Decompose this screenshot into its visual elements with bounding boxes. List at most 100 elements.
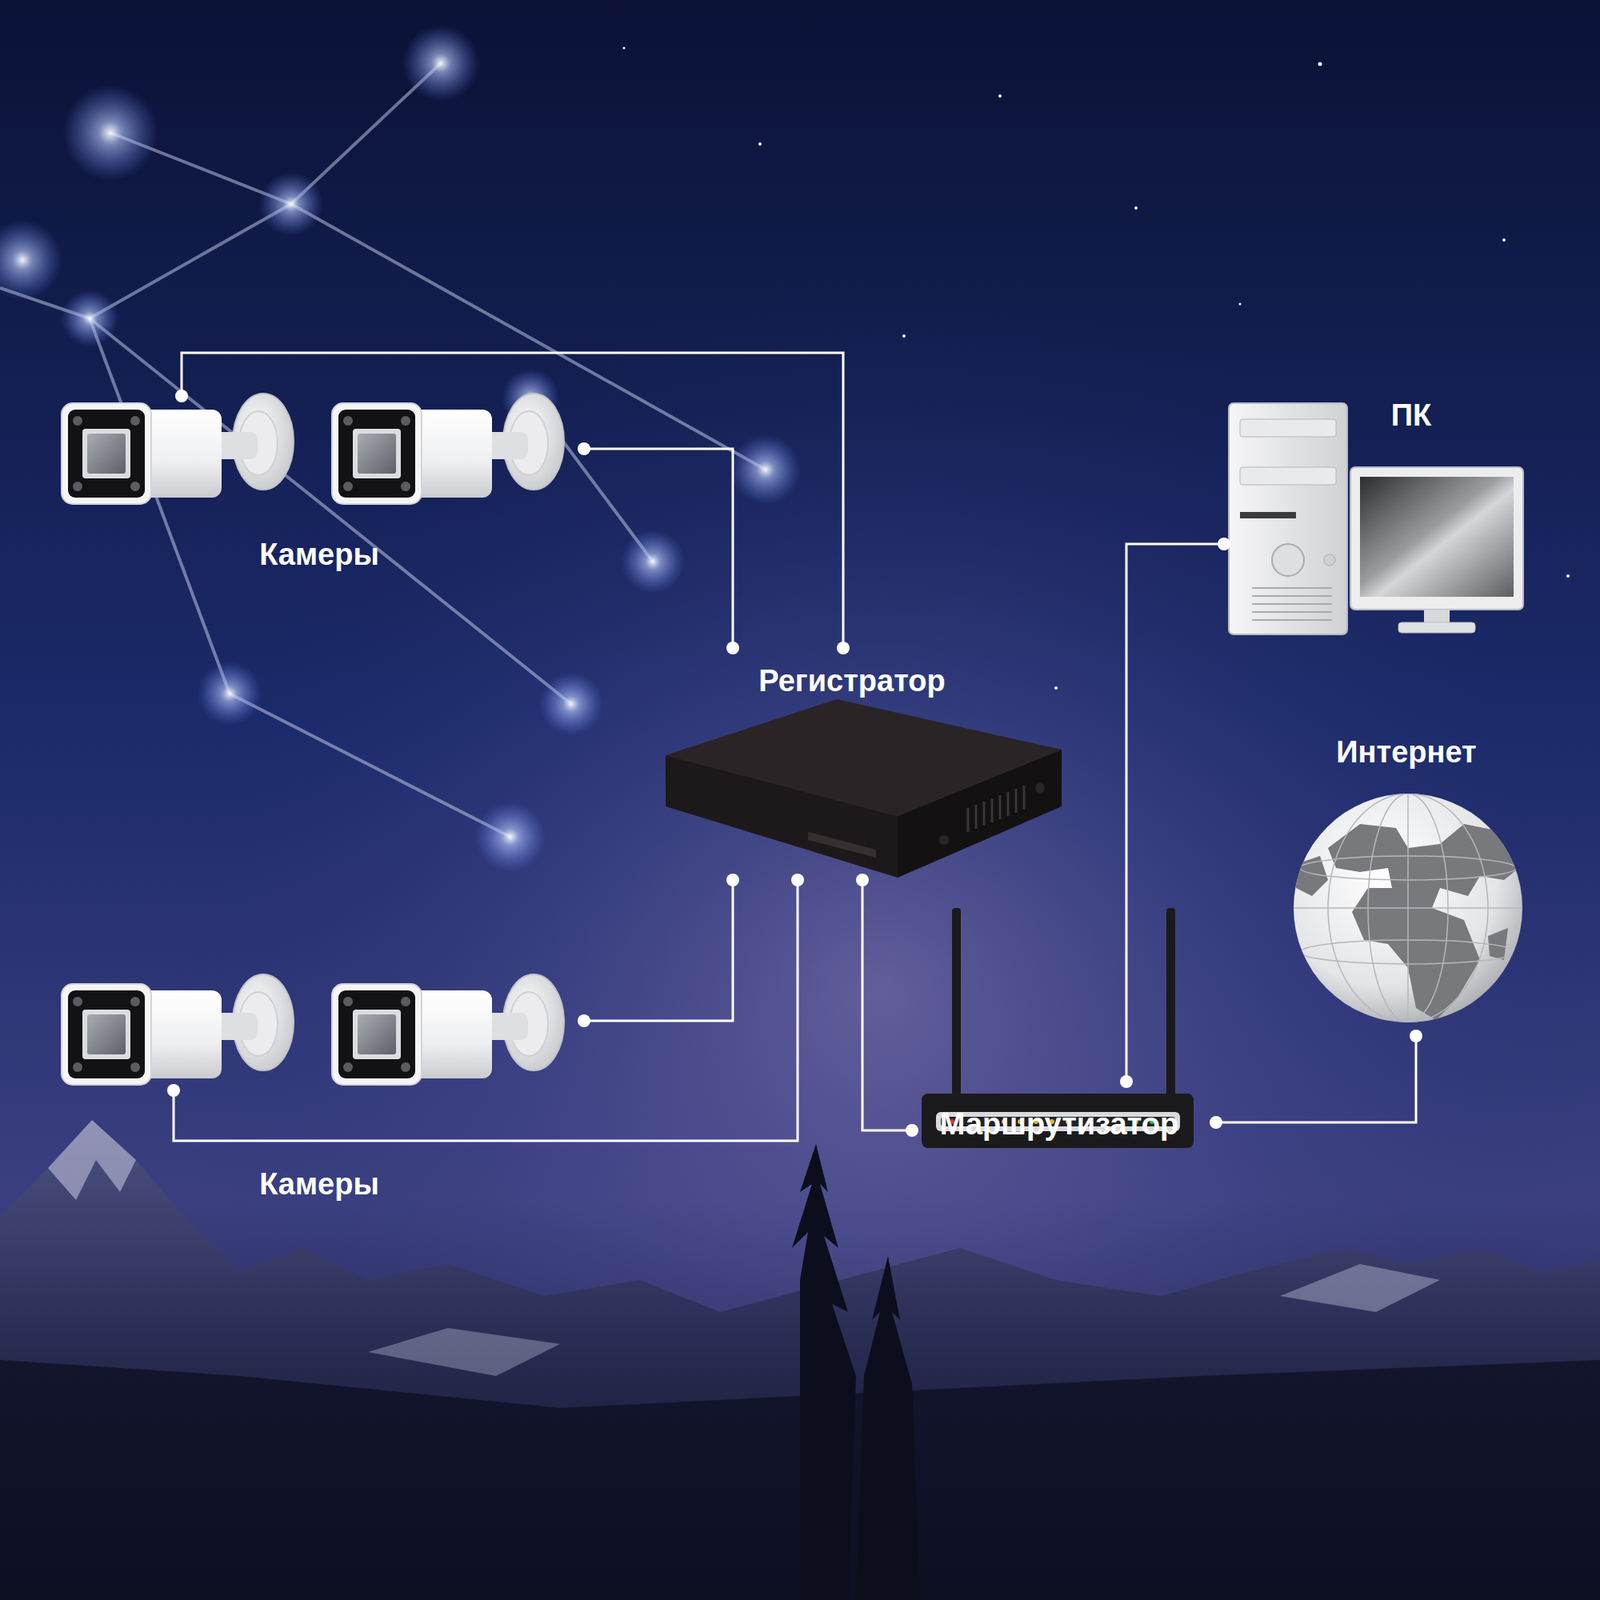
cameras [61,393,564,1085]
connector-dot [175,389,188,403]
connector-dot [1217,537,1231,551]
dvr-icon [968,785,1024,832]
pc-icon [1240,419,1336,437]
device-label: Маршрутизатор [940,1105,1179,1143]
constellation [89,204,292,319]
connector-dot [726,641,740,655]
dvr-icon [665,699,1062,878]
stars [730,434,801,505]
dvr-icon [808,832,876,858]
camera-group: Камеры [56,964,584,1208]
mountains [0,1120,1600,1600]
connector-dot [791,873,804,887]
pc-icon [1240,467,1336,485]
constellation [229,693,511,837]
constellation [89,318,572,704]
dvr-icon [975,804,978,829]
stars [1318,62,1323,67]
dvr-icon [939,835,949,845]
mountains [0,1120,1600,1600]
dvr-icon [1023,785,1026,810]
connector-line [577,442,740,655]
router-icon [921,1093,1194,1148]
stars [60,289,119,348]
pc-icon [1252,595,1332,597]
globe-icon [1328,824,1524,1020]
dvr-icon [999,795,1002,820]
stars [475,801,546,872]
connector-line [167,873,804,1141]
router-icon [921,908,1194,1148]
connector-line [577,873,740,1028]
device-label: Камеры [259,536,380,573]
stars [197,661,262,726]
trees [792,1144,920,1600]
trees [856,1256,920,1600]
globe-icon [1300,940,1516,964]
dvr-icon [983,801,986,826]
connector-line [856,873,919,1137]
connector-path [862,880,912,1131]
stars [623,47,626,50]
pc-icon [1252,587,1332,589]
connector-path [584,448,733,648]
connector-dot [577,1014,591,1028]
camera-icon [61,393,294,504]
stars [1502,238,1506,242]
pc-icon [1360,476,1514,597]
stars [1134,206,1138,210]
connector-path [584,880,733,1021]
pc-icon [1424,609,1450,624]
globe-icon [1293,793,1524,1023]
stars [0,220,63,300]
device-label: Камеры [259,1165,380,1203]
camera-icon [332,974,564,1085]
dvr-icon [991,798,994,823]
mountains [368,1328,560,1376]
dvr-node: Регистратор [664,648,1064,880]
mountains [48,1120,136,1200]
mountains [1280,1264,1440,1312]
stars [902,334,906,338]
dvr-icon [1007,792,1010,816]
pc-icon [1252,611,1332,613]
connector-dot [167,1084,180,1097]
camera-group: Камеры [56,396,584,576]
device-label: Регистратор [758,662,945,700]
stars [758,142,762,146]
connector-path [1216,1036,1416,1123]
stars [62,84,159,181]
camera-icon [332,393,564,504]
pc-icon [1398,622,1476,633]
connector-dot [726,873,740,887]
router-icon [1166,908,1176,1104]
stars [1566,574,1570,578]
pc-icon [1350,467,1524,610]
device-label: ПК [1391,396,1432,434]
pc-icon [1324,554,1336,566]
dvr-icon [665,755,898,878]
connector-path [1126,544,1224,1082]
stars [620,529,685,594]
connector-path [181,352,844,648]
connector-path [173,880,798,1141]
pc-icon [1252,588,1332,620]
connector-dot [1120,1075,1133,1088]
dvr-icon [1015,788,1018,813]
connector-dot [856,873,869,887]
stars [259,172,324,236]
dvr-icon [967,808,970,832]
globe-icon [1293,793,1523,1023]
pc-icon [1228,403,1524,635]
connector-dot [905,1124,919,1137]
constellation [0,63,766,837]
pc-icon [1252,603,1332,605]
stars [998,94,1002,98]
stars [0,24,1570,872]
internet-node: Интернет [1272,732,1544,1036]
